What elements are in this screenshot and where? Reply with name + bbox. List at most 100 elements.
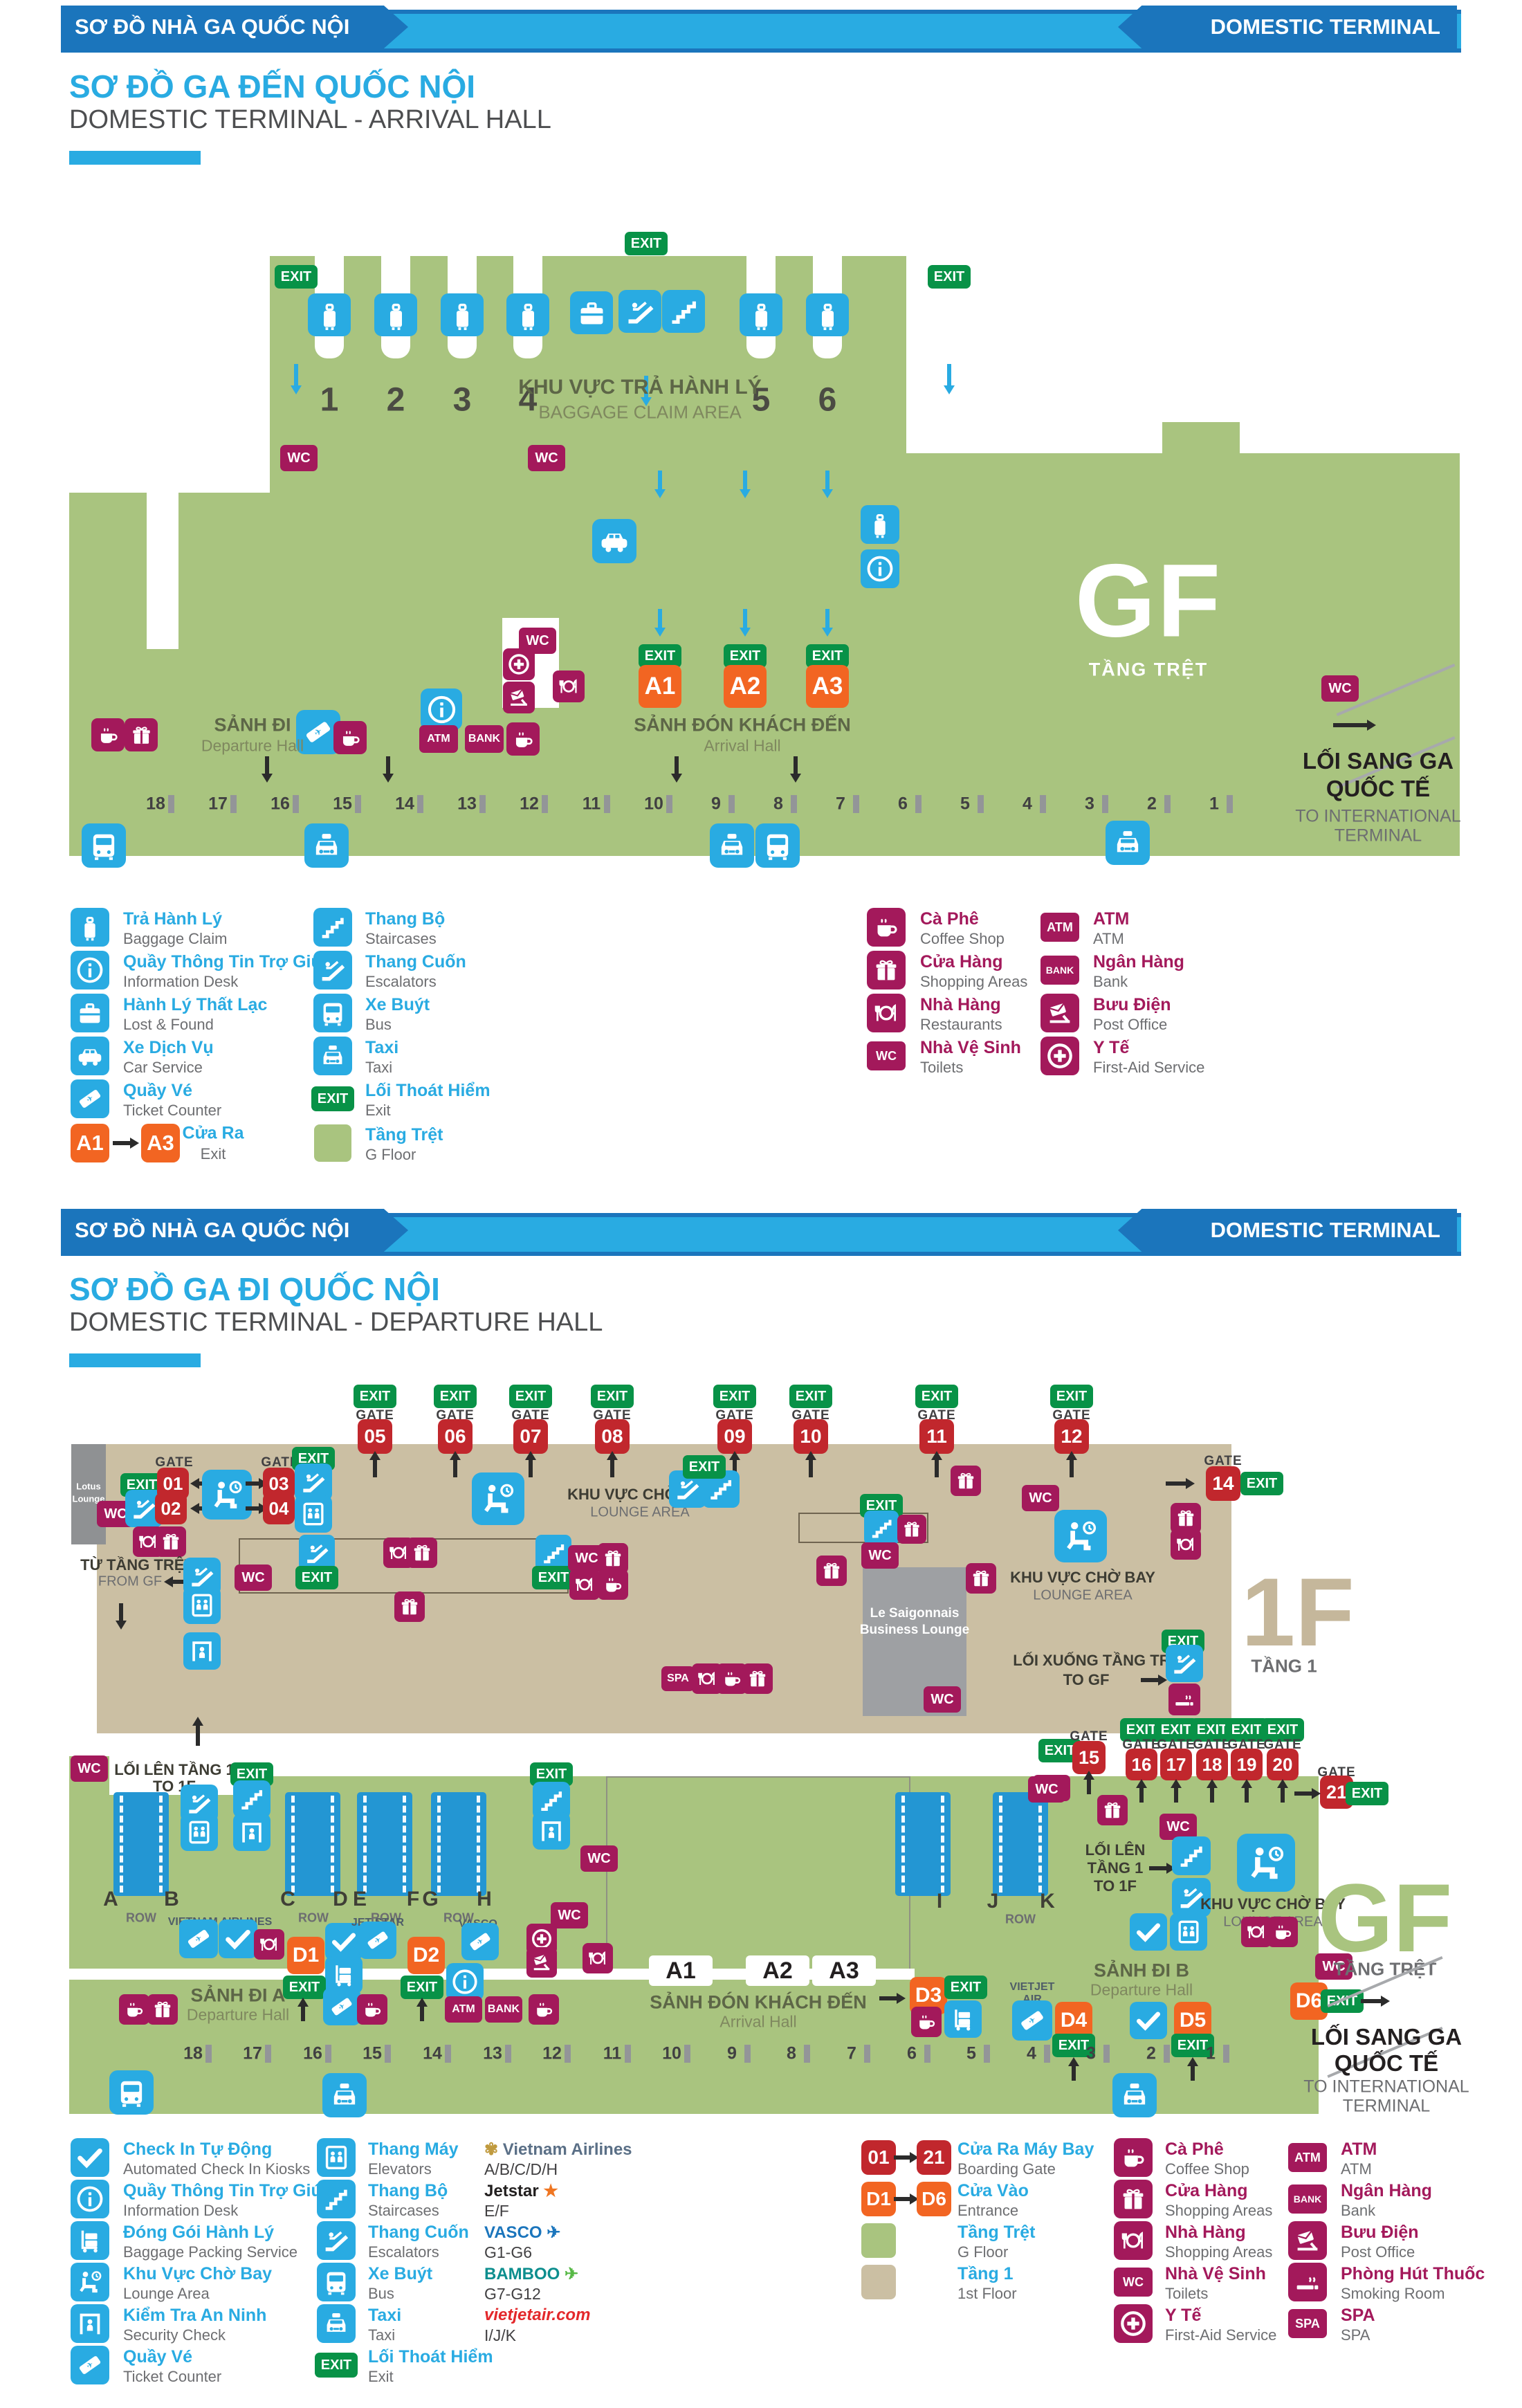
map-text: GATE [356, 1408, 394, 1423]
icon-ticket: ✈ [296, 710, 340, 754]
icon-stairs [317, 2180, 356, 2218]
legend-vi: Tầng Trệt [957, 2223, 1036, 2242]
map-text: 1 [320, 381, 339, 419]
pillar-number: 16 [271, 794, 290, 814]
exit-badge: EXIT [283, 1976, 326, 1999]
map-text: Lotus [76, 1481, 101, 1492]
pillar-mark [666, 795, 672, 813]
pillar-number: 15 [333, 794, 352, 814]
icon-post [526, 1947, 557, 1978]
legend-vi: SPA [1341, 2306, 1375, 2325]
icon-rest [583, 1943, 613, 1973]
pillar-mark [542, 795, 548, 813]
icon-gift [867, 951, 906, 989]
arrow-u [1239, 1778, 1254, 1803]
legend-en: Escalators [368, 2243, 439, 2261]
icon-sec [71, 2304, 109, 2343]
legend-vi: Đóng Gói Hành Lý [123, 2223, 275, 2242]
icon-coffee [119, 1994, 149, 2025]
legend-en: Staircases [368, 2202, 439, 2219]
pillar-mark [205, 2045, 212, 2063]
arrow-u [803, 1450, 818, 1478]
legend-vi: Taxi [365, 1038, 399, 1057]
pillar-mark [978, 795, 984, 813]
icon-ticket: ✈ [461, 1923, 499, 1960]
map-text: TẦNG 1 [1251, 1655, 1317, 1677]
arrow-u [190, 1716, 205, 1746]
pillar-number: 2 [1147, 794, 1157, 814]
legend-vi: Cà Phê [920, 909, 979, 929]
icon-esc [299, 1535, 335, 1571]
legend-en: Ticket Counter [123, 2368, 222, 2385]
header2-left-banner: SƠ ĐỒ NHÀ GA QUỐC NỘI [61, 1209, 408, 1252]
legend-en: Toilets [1165, 2285, 1209, 2302]
header2-right-banner: DOMESTIC TERMINAL [1118, 1209, 1457, 1252]
legend-en: Taxi [368, 2326, 396, 2344]
pillar-number: 1 [1206, 2043, 1216, 2063]
pillar-mark [744, 2045, 751, 2063]
map-text: 5 [751, 381, 771, 419]
map-text: GATE [1227, 1737, 1266, 1752]
exit-badge: EXIT [401, 1976, 443, 1999]
arrow-r [112, 1135, 140, 1151]
icon-gift [816, 1556, 847, 1586]
icon-baggage [861, 505, 899, 544]
icon-gift [407, 1538, 437, 1568]
wc-badge: WC [519, 628, 556, 654]
pillar-mark [625, 2045, 631, 2063]
icon-coffee [911, 2007, 942, 2037]
map-text: LỐI SANG GA [1302, 748, 1454, 774]
icon-esc [317, 2221, 356, 2260]
gate-16: 16 [1126, 1749, 1157, 1780]
icon-gift [897, 1515, 926, 1544]
legend-vi: ATM [1093, 909, 1130, 929]
airline-rows: A/B/C/D/H [484, 2160, 558, 2178]
arrow-u [1204, 1778, 1220, 1803]
section1-underline [69, 151, 201, 165]
legend-vi: Bưu Điện [1341, 2223, 1419, 2242]
map-text: GATE [917, 1408, 956, 1423]
legend-en: Toilets [920, 1059, 964, 1076]
map-text: GATE [1157, 1737, 1195, 1752]
checkin-row-block [993, 1792, 1048, 1896]
pillar-mark [864, 2045, 870, 2063]
wc-badge: WC [235, 1565, 272, 1591]
pillar-number: 1 [1209, 794, 1219, 814]
pillar-number: 2 [1146, 2043, 1156, 2063]
arrow-u [448, 1450, 463, 1478]
legend-en: Smoking Room [1341, 2285, 1445, 2302]
icon-seat [472, 1472, 524, 1525]
icon-rest [254, 1929, 284, 1960]
legend-en: Entrance [957, 2202, 1019, 2219]
map-text: GATE [1263, 1737, 1302, 1752]
bank-badge: BANK [465, 725, 504, 753]
exit-badge: EXIT [713, 1385, 756, 1408]
gate-14: 14 [1206, 1466, 1240, 1501]
wc-badge: WC [1315, 1953, 1353, 1980]
icon-gift [156, 1526, 186, 1557]
pillar-mark [385, 2045, 391, 2063]
gate-17: 17 [1160, 1749, 1192, 1780]
exit-badge: EXIT [275, 265, 318, 289]
icon-gift [1097, 1795, 1128, 1825]
legend-vi: Quầy Vé [123, 2347, 193, 2366]
arrow-r [893, 2150, 919, 2165]
pillar-mark [684, 2045, 690, 2063]
tab-A3: A3 [812, 1955, 876, 1986]
exit-badge: EXIT [724, 644, 767, 668]
icon-rest [1241, 1917, 1272, 1947]
arrow-u [523, 1450, 538, 1478]
map-text: 3 [452, 381, 472, 419]
icon-ticket: ✈ [71, 2346, 109, 2384]
pillar-mark [728, 795, 735, 813]
arrow-d [288, 363, 304, 395]
arrow-d [380, 756, 396, 783]
map-text: LỐI LÊN [1085, 1841, 1146, 1859]
legend-en: Taxi [365, 1059, 393, 1076]
legend-en: Bus [368, 2285, 394, 2302]
map-text: VIETJET [1009, 1981, 1055, 1993]
gate-D6: D6 [917, 2182, 951, 2216]
map-text: GATE [715, 1408, 754, 1423]
map-text: BAGGAGE CLAIM AREA [538, 401, 742, 423]
airline-rows: I/J/K [484, 2326, 517, 2344]
